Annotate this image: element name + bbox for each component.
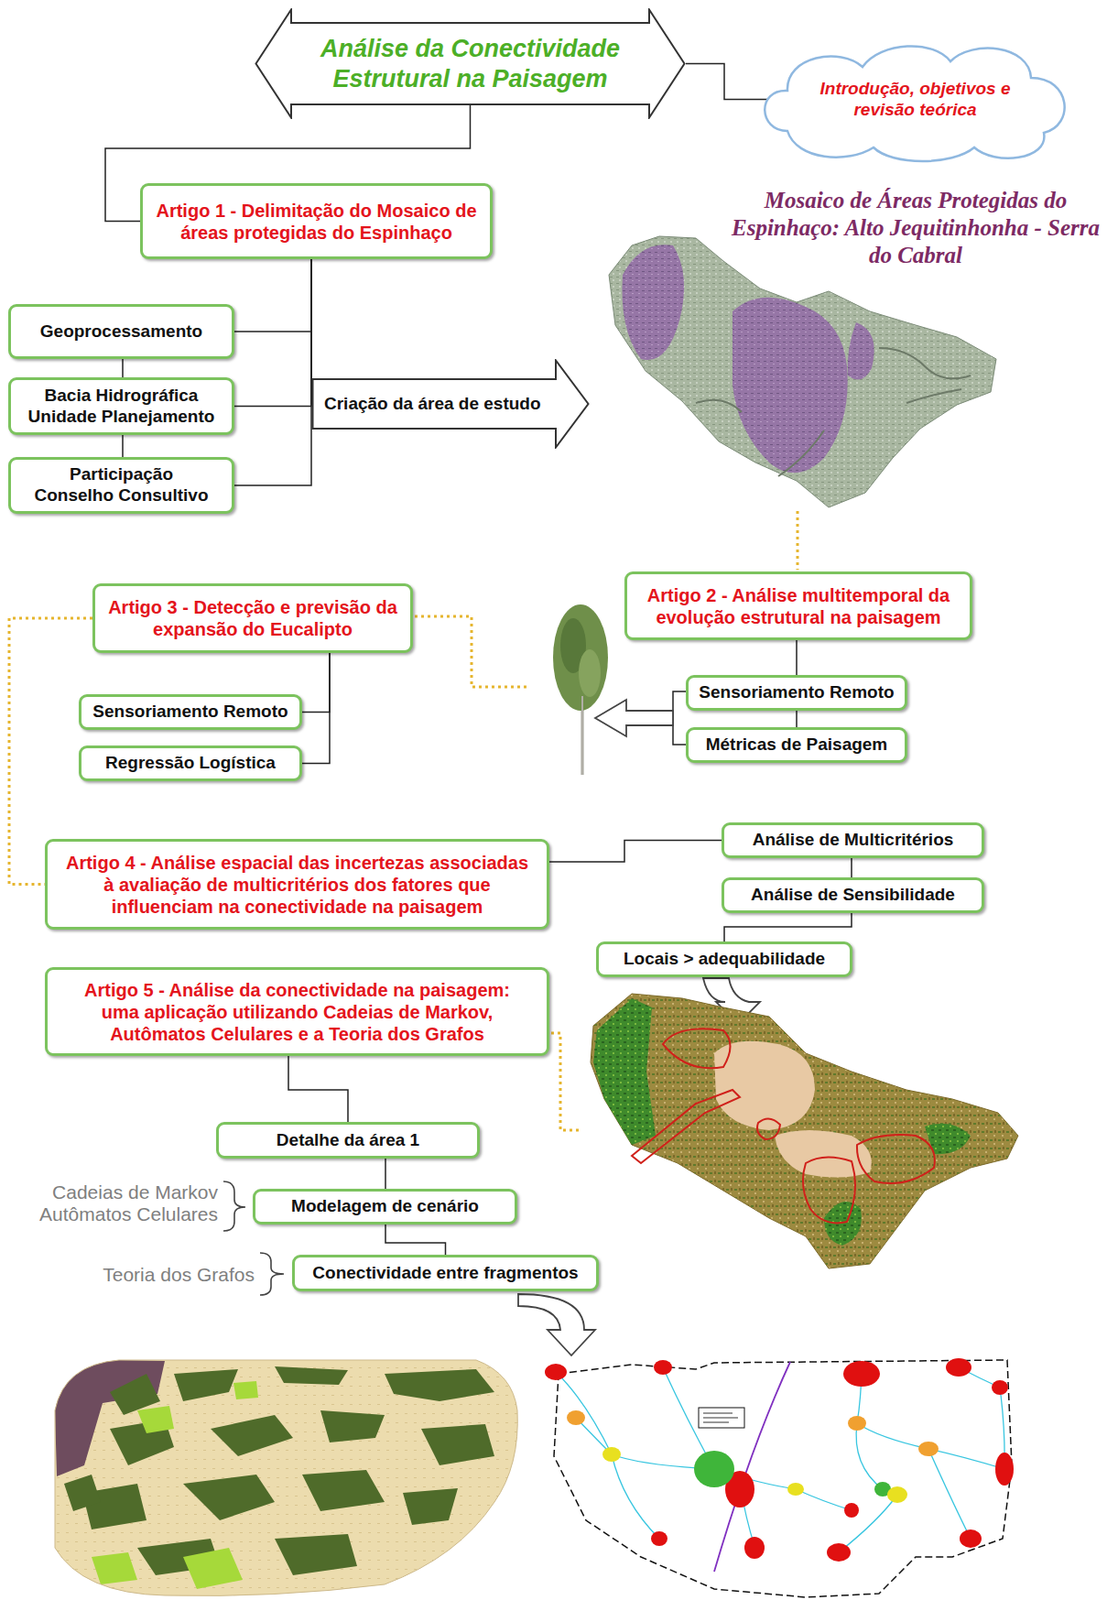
connector (234, 259, 312, 407)
box-label: Detalhe da área 1 (276, 1129, 420, 1151)
box-label: Análise de Sensibilidade (750, 884, 956, 906)
connector (302, 652, 330, 764)
box-label: Artigo 2 - Análise multitemporal da evol… (634, 584, 963, 629)
box-label: Sensoriamento Remoto (698, 682, 894, 704)
double-arrow-path (256, 10, 685, 119)
connector (724, 912, 852, 942)
article-box: Artigo 2 - Análise multitemporal da evol… (624, 571, 973, 641)
article-box: Artigo 4 - Análise espacial das incertez… (44, 838, 550, 930)
connector (288, 1055, 348, 1122)
method-box: Regressão Logística (78, 745, 303, 782)
hollow-curved-arrow (518, 1293, 596, 1356)
box-label: Conectividade entre fragmentos (312, 1262, 578, 1284)
step-box: Detalhe da área 1 (216, 1121, 480, 1159)
method-label: Cadeias de Markov Autômatos Celulares (21, 1181, 218, 1226)
connector (121, 434, 124, 457)
connector (549, 840, 722, 863)
connector (795, 640, 798, 675)
box-label: Criação da área de estudo (324, 393, 542, 415)
result-box: Locais > adequabilidade (596, 941, 853, 977)
connector (850, 857, 853, 878)
connector (121, 358, 124, 378)
box-label: Modelagem de cenário (291, 1195, 479, 1217)
box-label: Introdução, objetivos e revisão teórica (809, 78, 1022, 121)
map-title: Mosaico de Áreas Protegidas do Espinhaço… (728, 186, 1103, 270)
double-arrow-outline (254, 8, 686, 120)
block-arrow-path (313, 360, 589, 448)
box-label: Artigo 1 - Delimitação do Mosaico de áre… (150, 199, 483, 244)
connector (795, 710, 798, 728)
bracket-arrow (595, 691, 686, 745)
method-box: Sensoriamento Remoto (685, 674, 908, 711)
box-label: Bacia Hidrográfica Unidade Planejamento (22, 385, 220, 428)
article-box: Artigo 3 - Detecção e previsão da expans… (92, 583, 413, 653)
method-box: Sensoriamento Remoto (78, 694, 303, 730)
box-label: Locais > adequabilidade (623, 948, 825, 970)
box-label: Análise da Conectividade Estrutural na P… (305, 33, 636, 94)
box-label: Análise de Multicritérios (752, 829, 955, 851)
box-label: Participação Conselho Consultivo (30, 464, 214, 507)
method-box: Geoprocessamento (8, 303, 235, 359)
connector (685, 64, 770, 100)
box-label: Artigo 3 - Detecção e previsão da expans… (102, 596, 403, 641)
cloud-note: Introdução, objetivos e revisão teórica (754, 35, 1076, 163)
step-box: Modelagem de cenário (252, 1188, 518, 1225)
cloud-path (764, 45, 1064, 162)
box-label: Sensoriamento Remoto (92, 701, 288, 723)
scenario-map (54, 1359, 518, 1596)
suitability-map (590, 993, 1019, 1269)
method-label: Teoria dos Grafos (95, 1263, 255, 1286)
article-box: Artigo 1 - Delimitação do Mosaico de áre… (140, 183, 493, 260)
article-box: Artigo 5 - Análise da conectividade na p… (44, 966, 550, 1056)
connector (234, 259, 312, 332)
result-arrow: Criação da área de estudo (311, 358, 590, 449)
title-arrow: Análise da Conectividade Estrutural na P… (254, 8, 686, 120)
connector (234, 259, 312, 486)
box-label: Regressão Logística (105, 752, 276, 774)
connector (302, 652, 330, 713)
connector (384, 1158, 387, 1189)
method-box: Análise de Multicritérios (721, 822, 985, 858)
box-label: Artigo 4 - Análise espacial das incertez… (61, 851, 533, 918)
method-box: Participação Conselho Consultivo (8, 456, 235, 514)
box-label: Artigo 5 - Análise da conectividade na p… (68, 978, 527, 1045)
eucalyptus-tree (553, 604, 608, 775)
method-box: Análise de Sensibilidade (721, 877, 985, 913)
box-label: Métricas de Paisagem (705, 734, 889, 756)
connector (385, 1224, 446, 1255)
method-box: Métricas de Paisagem (685, 727, 908, 763)
method-box: Bacia Hidrográfica Unidade Planejamento (8, 377, 235, 435)
box-label: Geoprocessamento (40, 321, 203, 343)
step-box: Conectividade entre fragmentos (292, 1254, 599, 1292)
graph-map (544, 1357, 1014, 1597)
relief-map (608, 236, 997, 508)
